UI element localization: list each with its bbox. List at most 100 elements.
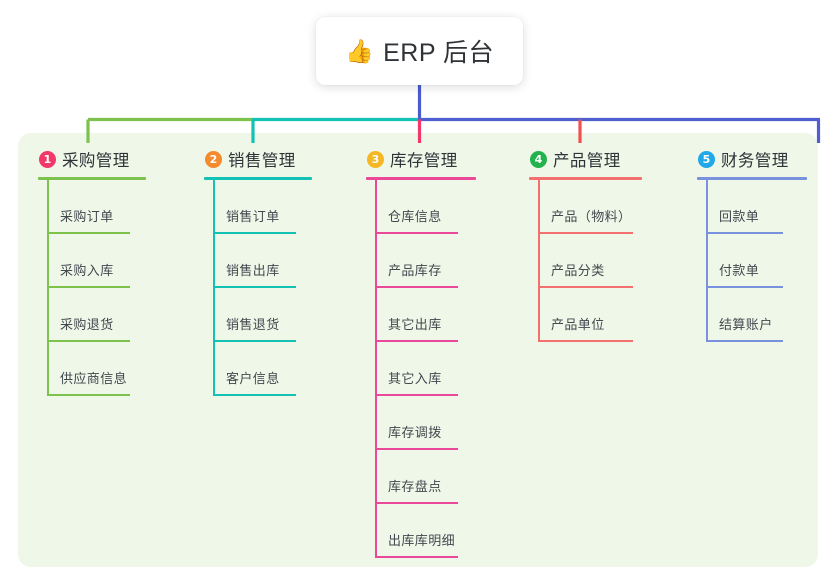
leaf-node-label: 采购订单	[60, 209, 114, 224]
root-node-text: ERP 后台	[383, 39, 495, 67]
leaf-node-label: 销售订单	[226, 209, 280, 224]
leaf-node-label: 产品分类	[551, 263, 605, 278]
branch-badge-5: 5	[698, 150, 715, 168]
leaf-node-label: 付款单	[719, 263, 760, 278]
leaf-node-underline	[707, 232, 783, 234]
leaf-node[interactable]: 销售退货	[204, 288, 312, 342]
leaf-node-label: 其它出库	[388, 317, 442, 332]
leaf-node-underline	[376, 556, 458, 558]
leaf-node-underline	[707, 340, 783, 342]
leaf-node-label: 供应商信息	[60, 371, 128, 386]
leaf-node-underline	[376, 232, 458, 234]
leaf-node[interactable]: 产品库存	[366, 234, 476, 288]
leaf-node[interactable]: 其它入库	[366, 342, 476, 396]
leaf-node-underline	[707, 286, 783, 288]
branch-header-1[interactable]: 1 采购管理	[38, 146, 146, 172]
leaf-node[interactable]: 产品（物料）	[529, 180, 642, 234]
leaf-node[interactable]: 客户信息	[204, 342, 312, 396]
branch-items-2: 销售订单销售出库销售退货客户信息	[204, 180, 312, 396]
leaf-node-label: 库存盘点	[388, 479, 442, 494]
leaf-node-underline	[48, 286, 130, 288]
leaf-node-label: 结算账户	[719, 317, 773, 332]
diagram-panel	[18, 133, 818, 567]
leaf-node-underline	[214, 232, 296, 234]
branch-header-5[interactable]: 5 财务管理	[697, 146, 807, 172]
branch-column-1: 1 采购管理采购订单采购入库采购退货供应商信息	[38, 146, 146, 396]
leaf-node-underline	[539, 232, 633, 234]
leaf-node[interactable]: 出库库明细	[366, 504, 476, 558]
leaf-node-underline	[539, 340, 633, 342]
branch-spine-4	[538, 180, 540, 342]
branch-spine-1	[47, 180, 49, 396]
branch-underline-5	[697, 177, 807, 180]
branch-badge-1: 1	[39, 150, 56, 168]
branch-column-3: 3 库存管理仓库信息产品库存其它出库其它入库库存调拨库存盘点出库库明细	[366, 146, 476, 558]
branch-title-4: 产品管理	[553, 152, 621, 170]
leaf-node[interactable]: 销售出库	[204, 234, 312, 288]
root-node[interactable]: 👍 ERP 后台	[316, 17, 523, 85]
leaf-node-label: 销售出库	[226, 263, 280, 278]
branch-items-3: 仓库信息产品库存其它出库其它入库库存调拨库存盘点出库库明细	[366, 180, 476, 558]
leaf-node[interactable]: 采购退货	[38, 288, 146, 342]
branch-underline-2	[204, 177, 312, 180]
branch-title-5: 财务管理	[721, 152, 789, 170]
leaf-node-label: 其它入库	[388, 371, 442, 386]
leaf-node-underline	[214, 340, 296, 342]
leaf-node[interactable]: 回款单	[697, 180, 807, 234]
leaf-node[interactable]: 付款单	[697, 234, 807, 288]
leaf-node-underline	[376, 286, 458, 288]
leaf-node[interactable]: 销售订单	[204, 180, 312, 234]
branch-title-2: 销售管理	[228, 152, 296, 170]
leaf-node-underline	[214, 286, 296, 288]
branch-underline-3	[366, 177, 476, 180]
branch-underline-4	[529, 177, 642, 180]
branch-items-4: 产品（物料） 产品分类产品单位	[529, 180, 642, 342]
leaf-node[interactable]: 产品单位	[529, 288, 642, 342]
leaf-node[interactable]: 产品分类	[529, 234, 642, 288]
leaf-node-underline	[376, 502, 458, 504]
branch-spine-2	[213, 180, 215, 396]
branch-badge-4: 4	[530, 150, 547, 168]
branch-items-5: 回款单付款单结算账户	[697, 180, 807, 342]
thumbs-up-icon: 👍	[344, 37, 375, 64]
leaf-node-underline	[48, 232, 130, 234]
leaf-node-label: 产品单位	[551, 317, 605, 332]
branch-column-4: 4 产品管理产品（物料） 产品分类产品单位	[529, 146, 642, 342]
leaf-node-underline	[48, 340, 130, 342]
leaf-node-underline	[539, 286, 633, 288]
leaf-node-label: 产品库存	[388, 263, 442, 278]
branch-title-3: 库存管理	[390, 152, 458, 170]
leaf-node-label: 仓库信息	[388, 209, 442, 224]
leaf-node-label: 库存调拨	[388, 425, 442, 440]
leaf-node[interactable]: 采购入库	[38, 234, 146, 288]
leaf-node-label: 产品（物料）	[551, 209, 632, 224]
leaf-node[interactable]: 结算账户	[697, 288, 807, 342]
leaf-node-underline	[376, 394, 458, 396]
leaf-node-label: 出库库明细	[388, 533, 456, 548]
branch-title-1: 采购管理	[62, 152, 130, 170]
branch-header-3[interactable]: 3 库存管理	[366, 146, 476, 172]
leaf-node[interactable]: 采购订单	[38, 180, 146, 234]
root-node-label: 👍 ERP 后台	[345, 33, 494, 69]
leaf-node[interactable]: 库存盘点	[366, 450, 476, 504]
leaf-node-label: 采购退货	[60, 317, 114, 332]
branch-badge-3: 3	[367, 150, 384, 168]
leaf-node-label: 回款单	[719, 209, 760, 224]
branch-header-4[interactable]: 4 产品管理	[529, 146, 642, 172]
leaf-node[interactable]: 其它出库	[366, 288, 476, 342]
leaf-node-underline	[214, 394, 296, 396]
leaf-node-label: 客户信息	[226, 371, 280, 386]
branch-underline-1	[38, 177, 146, 180]
leaf-node-underline	[376, 448, 458, 450]
branch-spine-3	[375, 180, 377, 558]
leaf-node[interactable]: 供应商信息	[38, 342, 146, 396]
branch-spine-5	[706, 180, 708, 342]
leaf-node[interactable]: 仓库信息	[366, 180, 476, 234]
leaf-node-underline	[376, 340, 458, 342]
leaf-node[interactable]: 库存调拨	[366, 396, 476, 450]
leaf-node-underline	[48, 394, 130, 396]
branch-column-5: 5 财务管理回款单付款单结算账户	[697, 146, 807, 342]
